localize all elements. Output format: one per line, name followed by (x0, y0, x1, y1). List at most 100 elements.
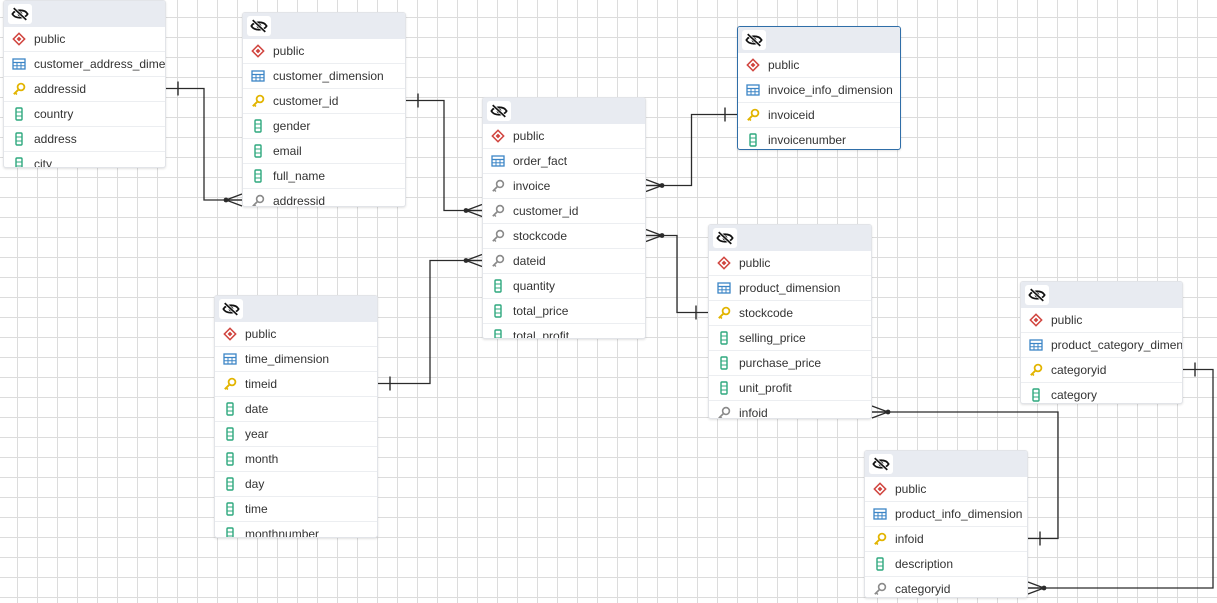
column-row-country[interactable]: country (4, 102, 165, 127)
table-name-row-label: customer_address_dimension (34, 57, 166, 71)
eye-slash-icon[interactable] (742, 30, 766, 50)
table-name-row-label: product_info_dimension (895, 507, 1023, 521)
eye-slash-icon[interactable] (219, 299, 243, 319)
column-row-quantity[interactable]: quantity (483, 274, 645, 299)
column-row-addressid[interactable]: addressid (243, 189, 405, 206)
eye-slash-icon[interactable] (1025, 285, 1049, 305)
table-node-product-category-dimension[interactable]: publicproduct_category_dimensioncategory… (1020, 281, 1183, 404)
column-row-year[interactable]: year (215, 422, 377, 447)
eye-slash-icon[interactable] (713, 228, 737, 248)
schema-row-label: public (273, 44, 305, 58)
column-row-month[interactable]: month (215, 447, 377, 472)
column-row-categoryid[interactable]: categoryid (1021, 358, 1182, 383)
schema-row-label: public (1051, 313, 1083, 327)
column-row-dateid[interactable]: dateid (483, 249, 645, 274)
crows-foot-mark (645, 184, 663, 193)
column-icon (251, 144, 265, 158)
table-header[interactable] (215, 296, 377, 322)
table-node-customer-address-dimension[interactable]: public customer_address_dimension addressi… (3, 0, 166, 168)
column-row-invoice[interactable]: invoice (483, 174, 645, 199)
primary-key-icon (873, 532, 887, 546)
crows-foot-mark (465, 259, 483, 268)
table-header[interactable] (4, 1, 165, 27)
column-row-city[interactable]: city (4, 152, 165, 167)
column-row-unit-profit[interactable]: unit_profit (709, 376, 871, 401)
foreign-key-icon (491, 179, 505, 193)
column-row-total-price[interactable]: total_price (483, 299, 645, 324)
table-header[interactable] (709, 225, 871, 251)
column-row-infoid-label: infoid (739, 406, 768, 419)
column-icon (1029, 388, 1043, 402)
eye-slash-icon[interactable] (8, 4, 32, 24)
column-row-invoicenumber-label: invoicenumber (768, 133, 847, 147)
column-row-stockcode[interactable]: stockcode (709, 301, 871, 326)
table-header[interactable] (243, 13, 405, 39)
column-row-year-label: year (245, 427, 269, 441)
column-row-monthnumber[interactable]: monthnumber (215, 522, 377, 537)
foreign-key-icon (717, 406, 731, 418)
column-row-date[interactable]: date (215, 397, 377, 422)
column-icon (491, 304, 505, 318)
eye-slash-icon[interactable] (247, 16, 271, 36)
table-header[interactable] (865, 451, 1027, 477)
column-row-infoid[interactable]: infoid (865, 527, 1027, 552)
crows-foot-dot (885, 409, 891, 415)
schema-diamond-icon (12, 32, 26, 46)
column-row-customer-id[interactable]: customer_id (243, 89, 405, 114)
schema-diamond-icon (251, 44, 265, 58)
column-row-invoicenumber[interactable]: invoicenumber (738, 128, 900, 149)
column-row-category[interactable]: category (1021, 383, 1182, 403)
column-row-addressid[interactable]: addressid (4, 77, 165, 102)
eye-slash-icon[interactable] (487, 101, 511, 121)
crows-foot-dot (659, 183, 665, 188)
column-row-day-label: day (245, 477, 265, 491)
column-icon (223, 402, 237, 416)
column-row-timeid[interactable]: timeid (215, 372, 377, 397)
column-icon (223, 502, 237, 516)
column-row-total-profit[interactable]: total_profit (483, 324, 645, 339)
schema-row: public (4, 27, 165, 52)
eye-slash-icon[interactable] (869, 454, 893, 474)
column-row-invoiceid[interactable]: invoiceid (738, 103, 900, 128)
column-row-stockcode[interactable]: stockcode (483, 224, 645, 249)
crows-foot-mark (871, 405, 889, 413)
column-row-time[interactable]: time (215, 497, 377, 522)
schema-diamond-icon (873, 482, 887, 496)
column-row-selling-price[interactable]: selling_price (709, 326, 871, 351)
column-row-time-label: time (245, 502, 268, 516)
column-row-gender[interactable]: gender (243, 114, 405, 139)
schema-row-label: public (739, 256, 771, 270)
column-row-email[interactable]: email (243, 139, 405, 164)
column-row-purchase-price[interactable]: purchase_price (709, 351, 871, 376)
table-header[interactable] (738, 27, 900, 53)
table-header[interactable] (1021, 282, 1182, 308)
column-row-categoryid[interactable]: categoryid (865, 577, 1027, 597)
table-icon (251, 69, 265, 83)
column-icon (251, 169, 265, 183)
crows-foot-dot (463, 258, 469, 263)
table-name-row: time_dimension (215, 347, 377, 372)
column-row-full-name[interactable]: full_name (243, 164, 405, 189)
crows-foot-mark (1027, 587, 1045, 595)
schema-row-label: public (513, 129, 545, 143)
column-row-total-profit-label: total_profit (513, 329, 570, 339)
table-header[interactable] (483, 98, 645, 124)
column-row-customer-id[interactable]: customer_id (483, 199, 645, 224)
primary-key-icon (251, 94, 265, 108)
column-icon (251, 119, 265, 133)
crows-foot-mark (225, 193, 243, 201)
column-row-infoid[interactable]: infoid (709, 401, 871, 419)
table-name-row: product_category_dimension (1021, 333, 1182, 358)
crows-foot-dot (463, 208, 469, 213)
schema-row-label: public (245, 327, 277, 341)
column-row-description[interactable]: description (865, 552, 1027, 577)
column-row-day[interactable]: day (215, 472, 377, 497)
column-row-address[interactable]: address (4, 127, 165, 152)
